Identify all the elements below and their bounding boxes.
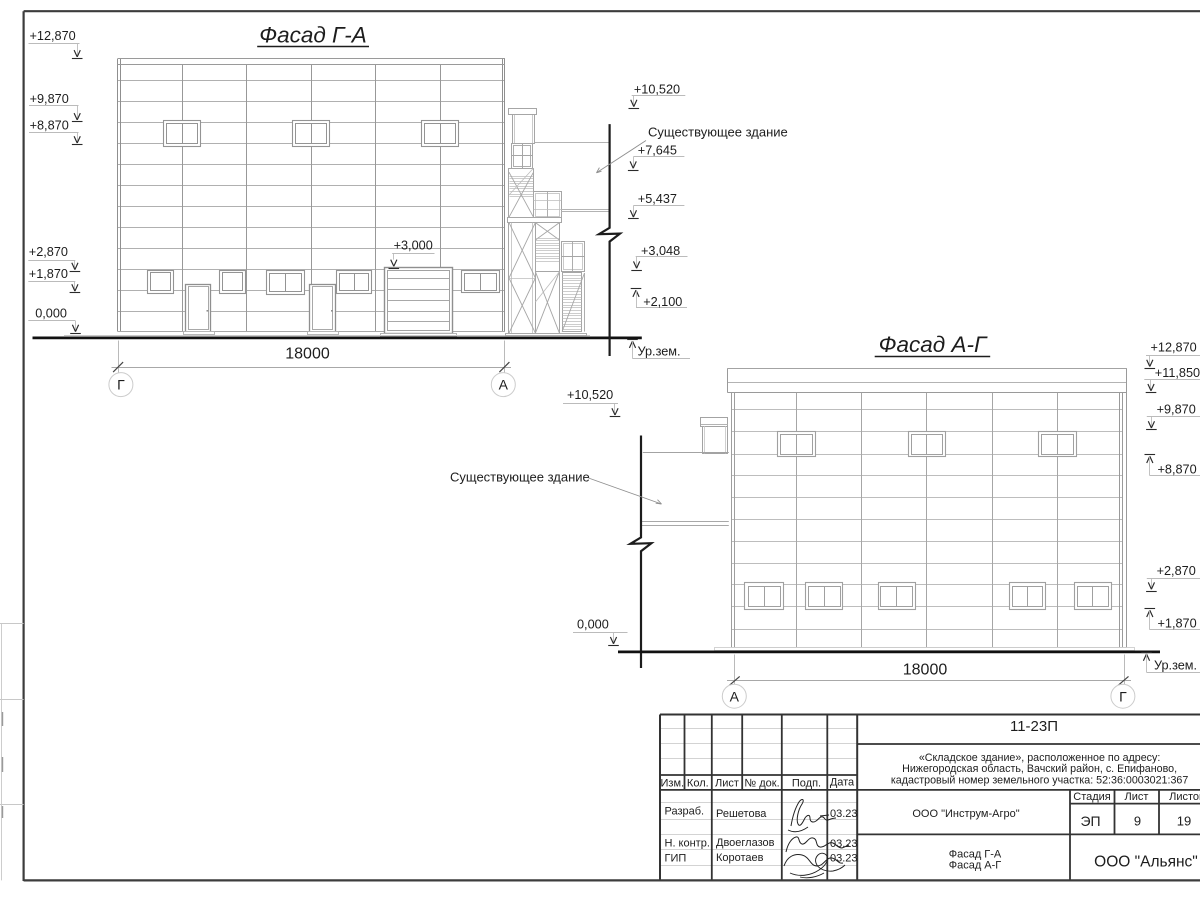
svg-text:Ур.зем.: Ур.зем. xyxy=(638,344,681,358)
svg-text:кадастровый номер земельного у: кадастровый номер земельного участка: 52… xyxy=(891,774,1188,786)
svg-text:ООО "Инструм-Агро": ООО "Инструм-Агро" xyxy=(912,808,1019,820)
svg-text:Фасад Г-А: Фасад Г-А xyxy=(949,849,1002,861)
svg-text:Кол.: Кол. xyxy=(687,777,709,789)
svg-text:А: А xyxy=(499,377,509,393)
svg-text:А: А xyxy=(730,688,740,704)
svg-text:Н. контр.: Н. контр. xyxy=(665,838,710,850)
svg-text:ЭП: ЭП xyxy=(1080,813,1100,829)
svg-text:+8,870: +8,870 xyxy=(1158,462,1197,476)
svg-text:03.23: 03.23 xyxy=(830,853,858,865)
svg-text:Г: Г xyxy=(117,377,125,393)
svg-text:Изм.: Изм. xyxy=(661,777,685,789)
svg-text:+8,870: +8,870 xyxy=(30,118,69,132)
svg-text:+2,870: +2,870 xyxy=(1157,564,1196,578)
svg-text:Коротаев: Коротаев xyxy=(716,852,764,864)
svg-text:+12,870: +12,870 xyxy=(1151,340,1197,354)
svg-text:Существующее здание: Существующее здание xyxy=(648,124,788,139)
svg-text:Фасад Г-А: Фасад Г-А xyxy=(259,23,367,48)
svg-text:+9,870: +9,870 xyxy=(1157,403,1196,417)
svg-text:+11,850: +11,850 xyxy=(1155,366,1200,380)
svg-text:+1,870: +1,870 xyxy=(1158,616,1197,630)
svg-text:«Складское здание», расположен: «Складское здание», расположенное по адр… xyxy=(919,752,1161,764)
svg-text:19: 19 xyxy=(1177,814,1191,829)
svg-text:Двоеглазов: Двоеглазов xyxy=(716,837,775,849)
svg-text:Дата: Дата xyxy=(830,777,855,789)
svg-text:Листов: Листов xyxy=(1169,791,1200,803)
svg-text:Лист: Лист xyxy=(715,777,739,789)
svg-text:Лист: Лист xyxy=(1125,791,1149,803)
svg-text:ООО "Альянс": ООО "Альянс" xyxy=(1094,854,1198,871)
svg-text:Ур.зем.: Ур.зем. xyxy=(1154,658,1197,672)
svg-text:Нижегородская область, Вачский: Нижегородская область, Вачский район, с.… xyxy=(902,763,1177,775)
svg-text:Фасад А-Г: Фасад А-Г xyxy=(949,860,1002,872)
svg-text:Г: Г xyxy=(1119,688,1127,704)
svg-text:0,000: 0,000 xyxy=(35,307,67,321)
svg-text:+2,870: +2,870 xyxy=(29,245,68,259)
svg-text:+12,870: +12,870 xyxy=(30,29,76,43)
svg-text:03.23: 03.23 xyxy=(830,838,858,850)
svg-text:+10,520: +10,520 xyxy=(567,388,613,402)
svg-text:Стадия: Стадия xyxy=(1073,791,1111,803)
svg-text:18000: 18000 xyxy=(903,662,948,679)
svg-text:Разраб.: Разраб. xyxy=(665,805,705,817)
svg-text:11-23П: 11-23П xyxy=(1010,718,1058,735)
svg-text:+1,870: +1,870 xyxy=(29,267,68,281)
svg-text:0,000: 0,000 xyxy=(577,617,609,631)
svg-text:ГИП: ГИП xyxy=(665,853,687,865)
svg-text:+10,520: +10,520 xyxy=(634,82,680,96)
svg-text:+5,437: +5,437 xyxy=(638,192,677,206)
svg-text:+9,870: +9,870 xyxy=(30,92,69,106)
svg-text:18000: 18000 xyxy=(285,345,330,362)
svg-text:+3,048: +3,048 xyxy=(641,244,680,258)
svg-text:Решетова: Решетова xyxy=(716,808,767,820)
svg-text:Фасад А-Г: Фасад А-Г xyxy=(879,332,988,357)
svg-text:03.23: 03.23 xyxy=(830,808,858,820)
svg-text:+2,100: +2,100 xyxy=(643,295,682,309)
svg-text:№ док.: № док. xyxy=(744,777,779,789)
svg-text:+3,000: +3,000 xyxy=(394,238,433,252)
svg-text:9: 9 xyxy=(1134,814,1141,829)
svg-text:Существующее здание: Существующее здание xyxy=(450,469,590,484)
svg-text:+7,645: +7,645 xyxy=(638,143,677,157)
svg-text:Подп.: Подп. xyxy=(792,777,821,789)
